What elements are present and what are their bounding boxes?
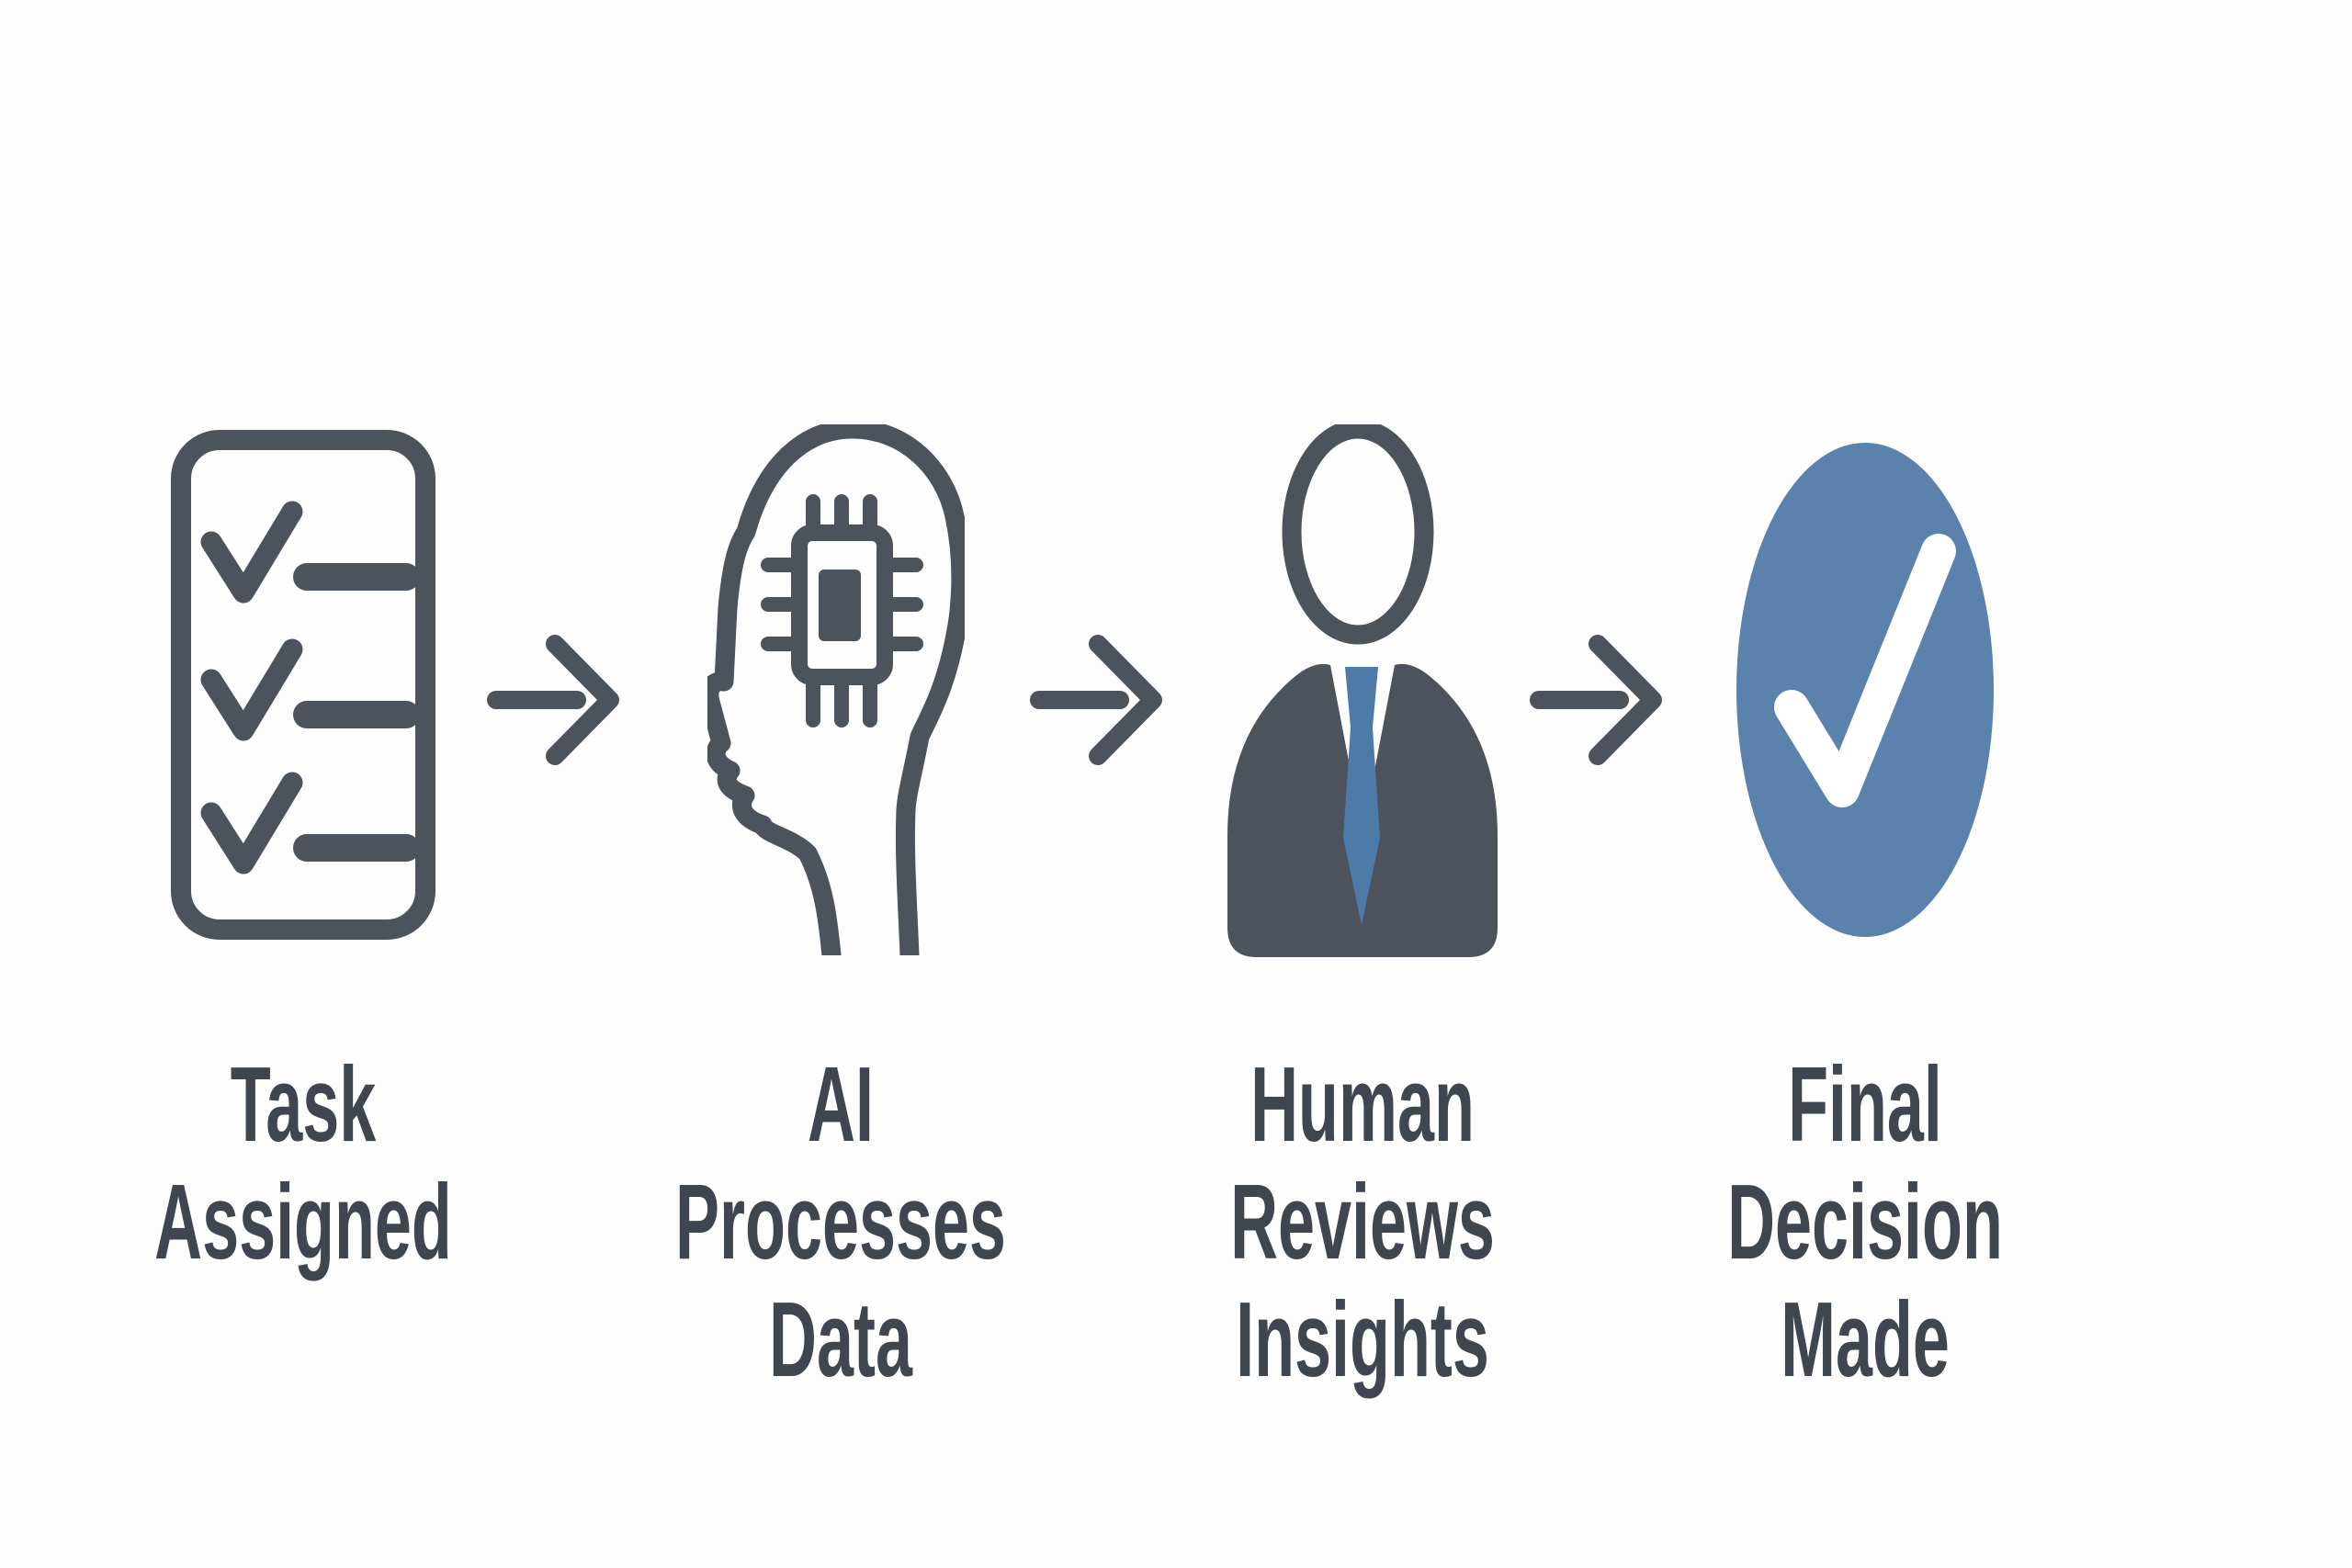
checkmark-icon bbox=[200, 638, 303, 741]
chip-pins-right bbox=[877, 558, 923, 651]
check-circle-icon bbox=[1736, 443, 1994, 937]
checkmark-icon bbox=[1774, 534, 1956, 807]
right-arrow-icon bbox=[1030, 635, 1162, 765]
checklist-board bbox=[171, 430, 435, 940]
person-icon bbox=[1227, 424, 1498, 957]
tie bbox=[1343, 667, 1380, 925]
right-arrow-icon bbox=[1530, 635, 1662, 765]
step-label-task-assigned: Task Assigned bbox=[154, 1044, 452, 1281]
checkmark-icon bbox=[200, 501, 303, 604]
chip-pins-bottom bbox=[806, 670, 877, 728]
head-chip-icon bbox=[707, 424, 965, 955]
arrow-head bbox=[546, 635, 619, 765]
arrow-head bbox=[1589, 635, 1662, 765]
right-arrow-icon bbox=[487, 635, 619, 765]
chip-pins-left bbox=[761, 558, 807, 651]
person-suit bbox=[1227, 663, 1498, 957]
chip-core bbox=[819, 570, 861, 641]
step-label-final-decision-made: Final Decision Made bbox=[1727, 1044, 2003, 1399]
step-label-ai-processes-data: AI Processes Data bbox=[675, 1044, 1006, 1399]
arrow-head bbox=[1089, 635, 1162, 765]
chip-pins-top bbox=[806, 494, 877, 540]
checklist-icon bbox=[171, 430, 435, 940]
checkmark-icon bbox=[200, 772, 303, 874]
step-label-human-reviews-insights: Human Reviews Insights bbox=[1230, 1044, 1495, 1399]
person-head-outline bbox=[1282, 424, 1434, 645]
head-profile-outline bbox=[707, 424, 965, 955]
